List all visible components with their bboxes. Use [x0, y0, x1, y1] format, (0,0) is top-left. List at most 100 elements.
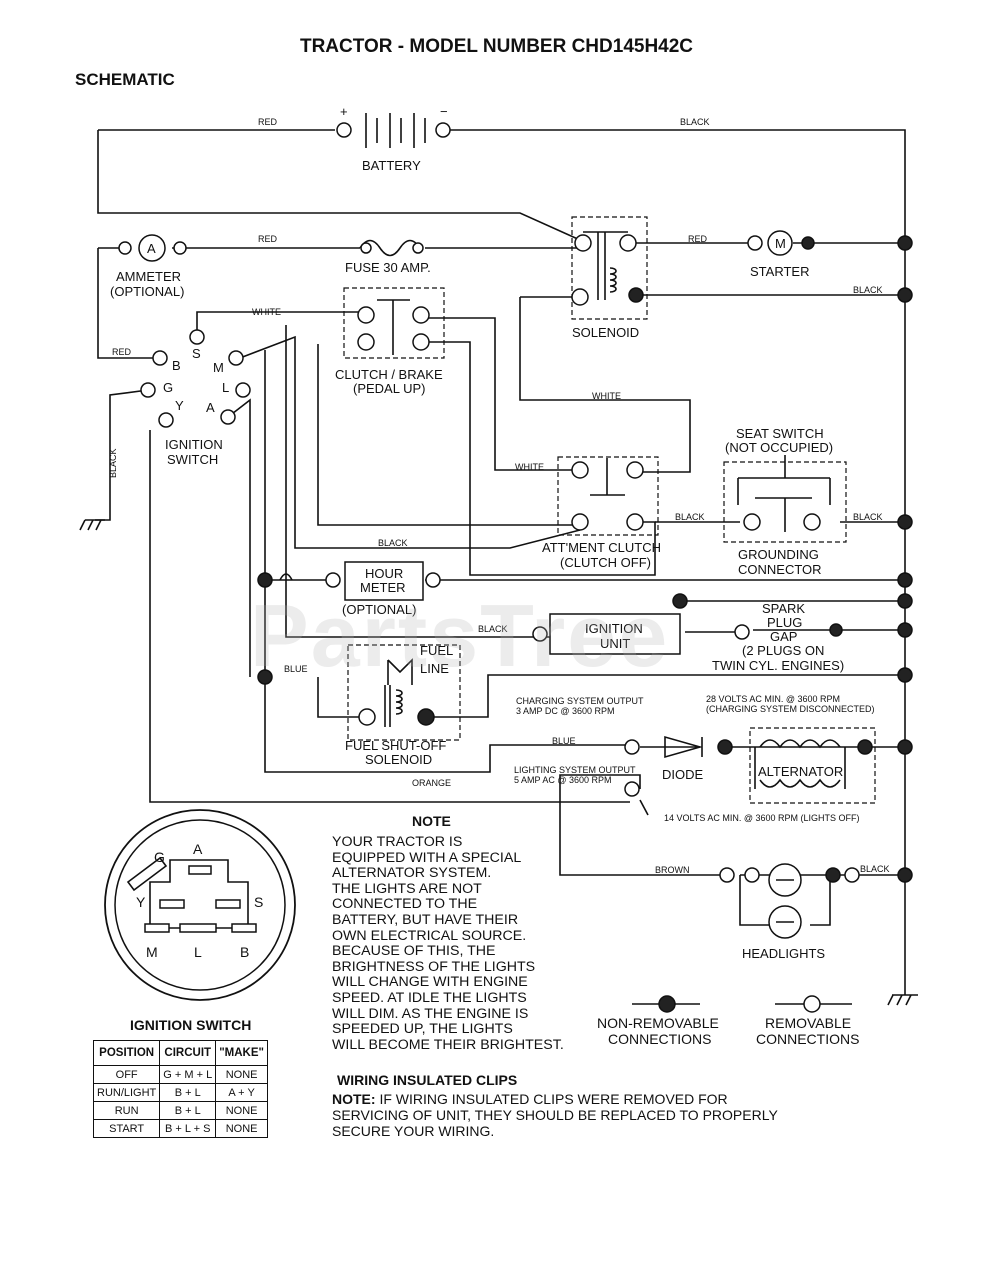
battery-positive: + — [340, 104, 348, 119]
connector-y: Y — [136, 894, 146, 910]
table-cell: START — [92, 1119, 161, 1138]
starter-label: STARTER — [750, 264, 809, 279]
table-cell: B + L + S — [159, 1119, 217, 1138]
two-plugs-label: (2 PLUGS ON — [742, 643, 824, 658]
hour-meter-sub: METER — [360, 580, 406, 595]
table-cell: RUN/LIGHT — [92, 1083, 161, 1102]
clips-heading: WIRING INSULATED CLIPS — [337, 1072, 518, 1088]
ammeter-optional: (OPTIONAL) — [110, 284, 184, 299]
table-cell: NONE — [215, 1065, 268, 1084]
headlights-label: HEADLIGHTS — [742, 946, 825, 961]
wire-label-red-battery: RED — [258, 117, 278, 127]
ignition-unit-label: IGNITION — [585, 621, 643, 636]
page-title: TRACTOR - MODEL NUMBER CHD145H42C — [299, 36, 694, 57]
attment-clutch-label: ATT'MENT CLUTCH — [542, 540, 661, 555]
ammeter-symbol: A AMMETER (OPTIONAL) — [110, 234, 187, 299]
wire-label-white-solenoid: WHITE — [592, 391, 621, 401]
lighting-output-sub: 5 AMP AC @ 3600 RPM — [514, 775, 612, 785]
removable-sub: CONNECTIONS — [756, 1031, 859, 1047]
terminal-y: Y — [175, 398, 184, 413]
terminal-l: L — [222, 380, 229, 395]
table-header-row: POSITION CIRCUIT "MAKE" — [92, 1040, 268, 1066]
table-header: CIRCUIT — [159, 1040, 217, 1066]
wire-label-orange: ORANGE — [412, 778, 451, 788]
ignition-switch-label: IGNITION — [165, 437, 223, 452]
fuel-solenoid-enclosure — [347, 644, 461, 741]
spark-label: SPARK — [762, 601, 805, 616]
ammeter-symbol-letter: A — [147, 241, 156, 256]
alternator-enclosure — [749, 727, 876, 804]
wire-label-red-b: RED — [112, 347, 132, 357]
note-body: YOUR TRACTOR IS EQUIPPED WITH A SPECIAL … — [332, 834, 564, 1053]
twin-cyl-label: TWIN CYL. ENGINES) — [712, 658, 844, 673]
wire-label-black-solenoid: BLACK — [853, 285, 883, 295]
connector-a: A — [193, 841, 203, 857]
clutch-brake-label: CLUTCH / BRAKE — [335, 367, 443, 382]
attment-clutch-symbol: ATT'MENT CLUTCH (CLUTCH OFF) — [542, 458, 661, 570]
battery-negative: − — [440, 104, 448, 119]
ignition-switch-table: POSITION CIRCUIT "MAKE" OFF G + M + L NO… — [92, 1040, 268, 1138]
wire-label-black-m: BLACK — [378, 538, 408, 548]
battery-symbol: + − BATTERY — [336, 104, 451, 173]
seat-switch-symbol: SEAT SWITCH (NOT OCCUPIED) GROUNDING CON… — [725, 426, 833, 577]
table-row: RUN B + L NONE — [92, 1101, 268, 1120]
grounding-sub: CONNECTOR — [738, 562, 822, 577]
charging-output-label: CHARGING SYSTEM OUTPUT — [516, 696, 644, 706]
volts28-label: 28 VOLTS AC MIN. @ 3600 RPM — [706, 694, 840, 704]
wire-label-red-starter: RED — [688, 234, 708, 244]
wire-label-white-s: WHITE — [252, 307, 281, 317]
plug-label: PLUG — [767, 615, 802, 630]
table-row: RUN/LIGHT B + L A + Y — [92, 1083, 268, 1102]
note-heading: NOTE — [412, 813, 451, 829]
ignition-switch-connector: A G Y S M L B — [104, 809, 296, 1001]
table-cell: RUN — [92, 1101, 161, 1120]
terminal-a: A — [206, 400, 215, 415]
battery-label: BATTERY — [362, 158, 421, 173]
table-cell: NONE — [215, 1101, 268, 1120]
clips-note: NOTE: IF WIRING INSULATED CLIPS WERE REM… — [332, 1091, 802, 1139]
wire-label-black-ground: BLACK — [853, 512, 883, 522]
wire-label-red-fuse: RED — [258, 234, 278, 244]
clips-note-label: NOTE: — [332, 1091, 376, 1107]
seat-switch-label: SEAT SWITCH — [736, 426, 824, 441]
wire-label-black-battery: BLACK — [680, 117, 710, 127]
table-row: START B + L + S NONE — [92, 1119, 268, 1138]
starter-symbol: M STARTER — [747, 230, 815, 279]
fuse-symbol: FUSE 30 AMP. — [345, 239, 431, 275]
fuel-solenoid-symbol: FUEL LINE FUEL SHUT-OFF SOLENOID — [345, 643, 453, 767]
ground-symbol-right — [887, 994, 918, 1006]
wire-color-labels: RED BLACK RED RED BLACK WHITE RED WHITE … — [108, 117, 890, 875]
terminal-m: M — [213, 360, 224, 375]
hour-meter-symbol: HOUR METER (OPTIONAL) — [279, 561, 441, 617]
table-cell: B + L — [159, 1101, 217, 1120]
fuel-solenoid-label: FUEL SHUT-OFF — [345, 738, 446, 753]
solenoid-label: SOLENOID — [572, 325, 639, 340]
charging-output-sub: 3 AMP DC @ 3600 RPM — [516, 706, 615, 716]
table-cell: B + L — [159, 1083, 217, 1102]
seat-switch-sub: (NOT OCCUPIED) — [725, 440, 833, 455]
table-cell: OFF — [92, 1065, 161, 1084]
terminal-b: B — [172, 358, 181, 373]
table-row: OFF G + M + L NONE — [92, 1065, 268, 1084]
alternator-label: ALTERNATOR — [758, 764, 843, 779]
hour-meter-optional: (OPTIONAL) — [342, 602, 416, 617]
connector-g: G — [154, 849, 165, 865]
table-cell: NONE — [215, 1119, 268, 1138]
clutch-brake-enclosure — [343, 287, 445, 359]
headlights-symbol: HEADLIGHTS — [719, 863, 913, 961]
clutch-brake-sub: (PEDAL UP) — [353, 381, 425, 396]
non-removable-sub: CONNECTIONS — [608, 1031, 711, 1047]
table-header: POSITION — [92, 1040, 161, 1066]
terminal-s: S — [192, 346, 201, 361]
connections-legend: NON-REMOVABLE CONNECTIONS REMOVABLE CONN… — [597, 995, 859, 1047]
connector-m: M — [146, 944, 158, 960]
wire-label-black-ignition: BLACK — [478, 624, 508, 634]
wire-label-blue-a: BLUE — [284, 664, 308, 674]
table-header: "MAKE" — [215, 1040, 268, 1066]
table-cell: A + Y — [215, 1083, 268, 1102]
attment-clutch-enclosure — [557, 456, 659, 536]
connector-l: L — [194, 944, 202, 960]
wire-label-black-ground-left: BLACK — [108, 448, 118, 478]
ammeter-label: AMMETER — [116, 269, 181, 284]
